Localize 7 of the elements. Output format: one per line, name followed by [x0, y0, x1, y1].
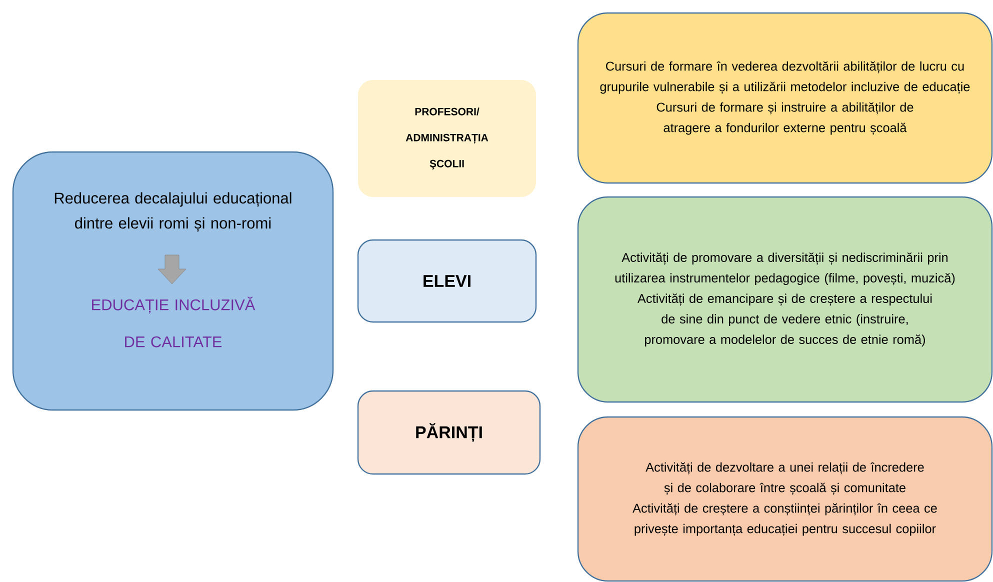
group-box: ELEVI — [357, 239, 537, 323]
group-box: PĂRINȚI — [357, 390, 541, 475]
group-box: PROFESORI/ ADMINISTRAȚIA ŞCOLII — [358, 80, 536, 197]
activity-box: Cursuri de formare în vederea dezvoltării abilităților de lucru cu grupurile vulnerabile și a utilizării metodelor incluzive de educație Cursuri de formare și instruire a abilităților de atragere a fondurilor externe pentru școală — [577, 12, 993, 184]
activity-box: Activități de promovare a diversității și nediscriminării prin utilizarea instrumentelor pedagogice (filme, povești, muzică) Activități de emancipare și de creștere a respectului de sine din punct de vedere etnic (instruire, promovare a modelelor de succes de etnie romă) — [577, 196, 993, 403]
activity-box: Activități de dezvoltare a unei relații de încredere și de colaborare între școală și comunitate Activități de creștere a conștiinței părinților în ceea ce privește importanța educației pentru succesul copiilor — [577, 416, 993, 582]
goal-box: Reducerea decalajului educațional dintre elevii romi și non-romi EDUCAȚIE INCLUZIVĂ DE CALITATE — [12, 151, 334, 411]
